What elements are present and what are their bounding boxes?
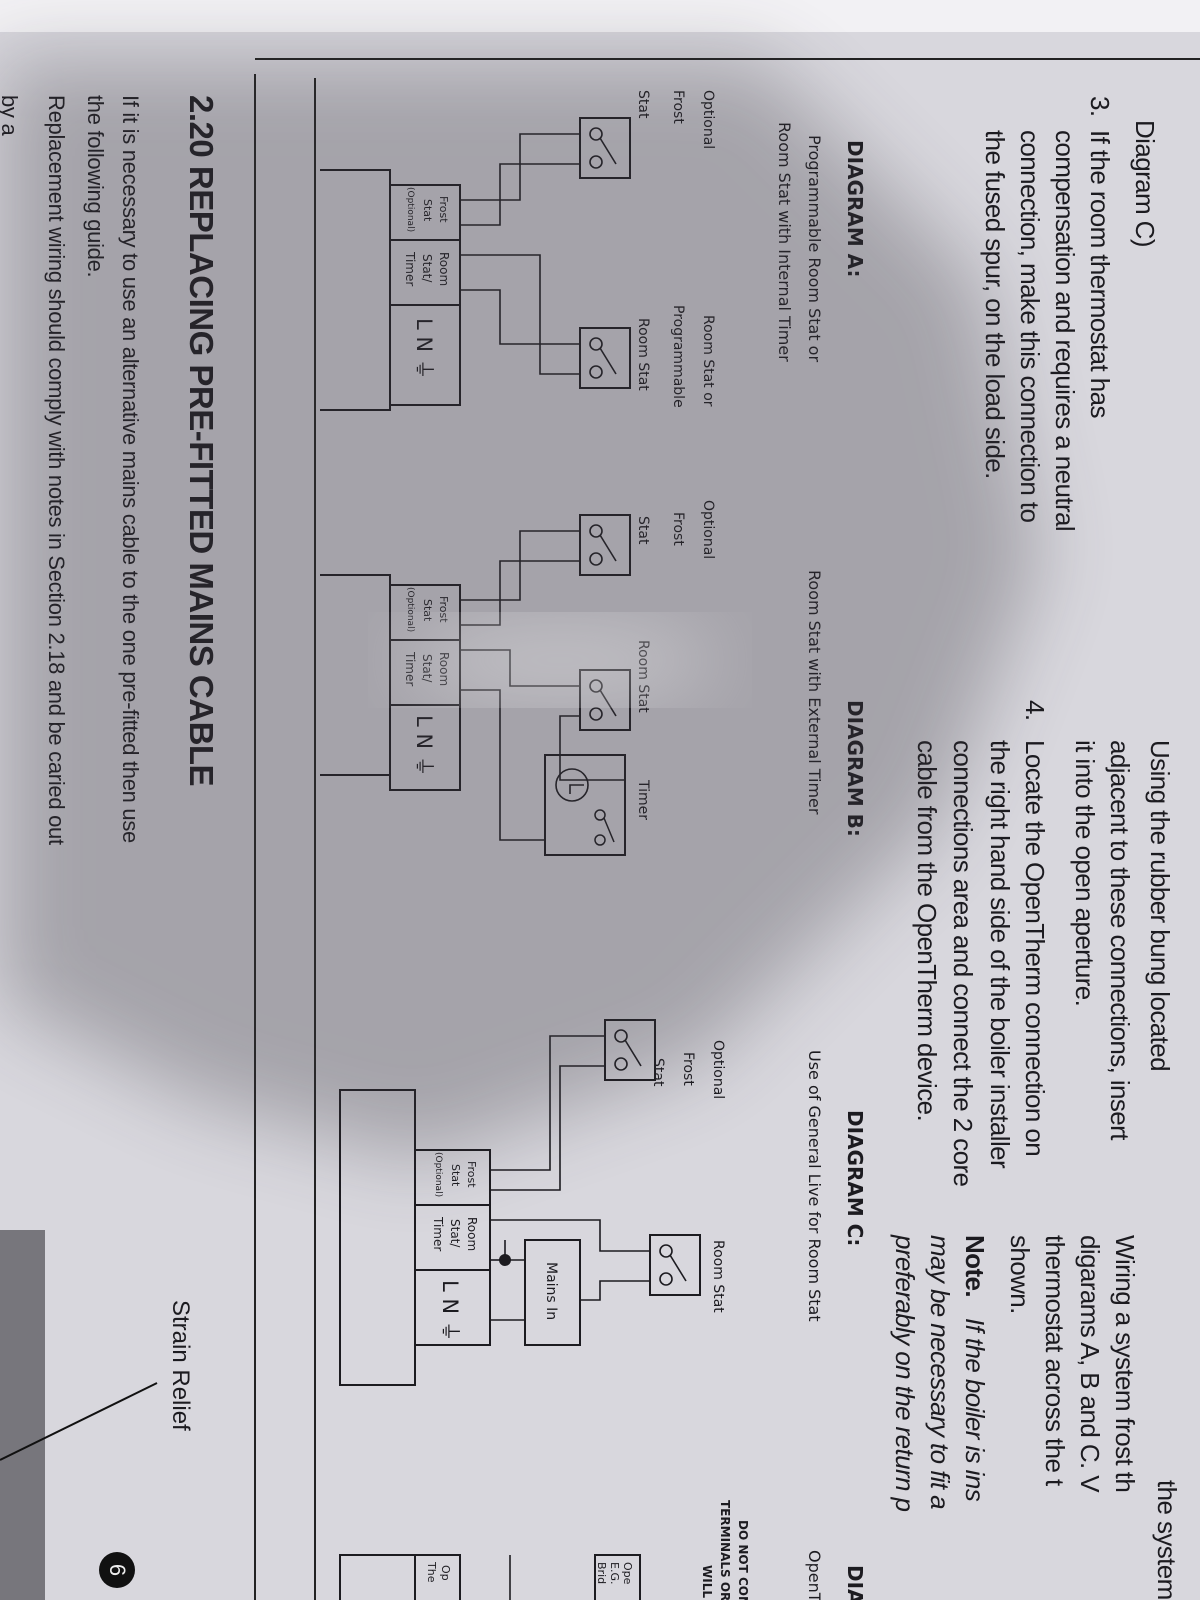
section-line: If it is necessary to use an alternative… — [118, 95, 143, 843]
terminal-power-label: L N ⏚ — [412, 715, 436, 777]
terminal-label: Timer — [403, 651, 417, 686]
terminal-label: Stat — [421, 199, 434, 222]
timer-icon — [544, 754, 626, 856]
terminal-label: Stat/ — [448, 1219, 462, 1248]
terminal-label: Room — [437, 652, 451, 686]
terminal-power-label: L N ⏚ — [412, 318, 436, 380]
terminal-label: Room — [437, 252, 451, 286]
terminal-label: The — [425, 1561, 438, 1583]
junction-dot — [499, 1254, 511, 1266]
stat-label: Stat — [635, 516, 651, 545]
frost-stat-switch-icon — [579, 514, 631, 576]
terminal-label: (Optional) — [405, 187, 415, 232]
room-stat-switch-icon — [649, 1234, 701, 1296]
timer-label: Timer — [635, 779, 651, 820]
terminal-label: (Optional) — [405, 587, 415, 632]
stat-label: Room Stat — [635, 318, 651, 391]
section-line: by a — [0, 95, 22, 135]
warning-text: WILL — [700, 1565, 714, 1598]
terminal-label: Stat — [449, 1164, 462, 1187]
stat-label: Room Stat or — [700, 315, 716, 407]
terminal-label: (Optional) — [433, 1152, 443, 1197]
stat-label: Stat — [635, 90, 651, 119]
terminal-label: Stat/ — [420, 254, 434, 283]
diagram-a-title: DIAGRAM A: — [843, 140, 867, 278]
diagram-a-subtitle: Room Stat with Internal Timer — [775, 122, 794, 362]
diagram-c-subtitle: Use of General Live for Room Stat — [805, 1050, 824, 1322]
diagram-d-title: DIA — [843, 1565, 867, 1600]
mains-in-label: Mains In — [543, 1262, 559, 1320]
terminal-label: Timer — [431, 1216, 445, 1251]
terminal-label: Frost — [437, 596, 450, 623]
diagram-frame-edge — [314, 78, 316, 1600]
diagram-b-subtitle: Room Stat with External Timer — [805, 570, 824, 815]
box-label: Brid — [595, 1562, 608, 1584]
room-stat-switch-icon — [579, 669, 631, 731]
terminal-label: Stat/ — [420, 654, 434, 683]
wiring-diagrams: DIAGRAM A: Programmable Room Stat or Roo… — [320, 90, 867, 1600]
box-label: Ope — [621, 1562, 634, 1585]
room-stat-switch-icon — [579, 327, 631, 389]
stat-label: Optional — [710, 1040, 726, 1099]
mains-in-box — [524, 1239, 581, 1346]
stat-label: Stat — [650, 1058, 666, 1087]
box-label: E.G. — [608, 1562, 621, 1584]
stat-label: Room Stat — [635, 640, 651, 713]
terminal-label: Frost — [465, 1161, 478, 1188]
frost-stat-switch-icon — [579, 117, 631, 179]
diagram-d-subtitle: OpenT — [805, 1550, 824, 1600]
stat-label: Room Stat — [710, 1240, 726, 1313]
frost-stat-switch-icon — [604, 1019, 656, 1081]
terminal-label: Stat — [421, 599, 434, 622]
strain-relief-callout: Strain Relief — [167, 1300, 194, 1431]
stat-label: Optional — [700, 500, 716, 559]
photo-figure — [0, 1230, 45, 1600]
page-frame-edge — [254, 74, 256, 1600]
stat-label: Optional — [700, 90, 716, 149]
stat-label: Programmable — [670, 305, 686, 408]
warning-text: DO NOT CON — [736, 1520, 750, 1600]
figure-marker-number: 6 — [105, 1563, 130, 1577]
section-line: Replacement wiring should comply with no… — [44, 95, 69, 845]
diagram-b-title: DIAGRAM B: — [843, 700, 867, 837]
terminal-label: Op — [439, 1565, 452, 1581]
terminal-power-label: L N ⏚ — [438, 1280, 462, 1342]
diagram-a-subtitle: Programmable Room Stat or — [805, 135, 824, 362]
figure-marker: 6 — [99, 1552, 135, 1588]
stat-label: Frost — [670, 512, 686, 546]
warning-text: TERMINALS OR T — [718, 1500, 732, 1600]
section-heading: 2.20 REPLACING PRE-FITTED MAINS CABLE — [183, 95, 220, 787]
terminal-label: Frost — [437, 196, 450, 223]
terminal-label: Timer — [403, 251, 417, 286]
terminal-label: Room — [465, 1217, 479, 1251]
section-line: the following guide. — [83, 95, 108, 278]
stat-label: Frost — [670, 90, 686, 124]
stat-label: Frost — [680, 1052, 696, 1086]
diagram-c-title: DIAGRAM C: — [843, 1110, 867, 1246]
